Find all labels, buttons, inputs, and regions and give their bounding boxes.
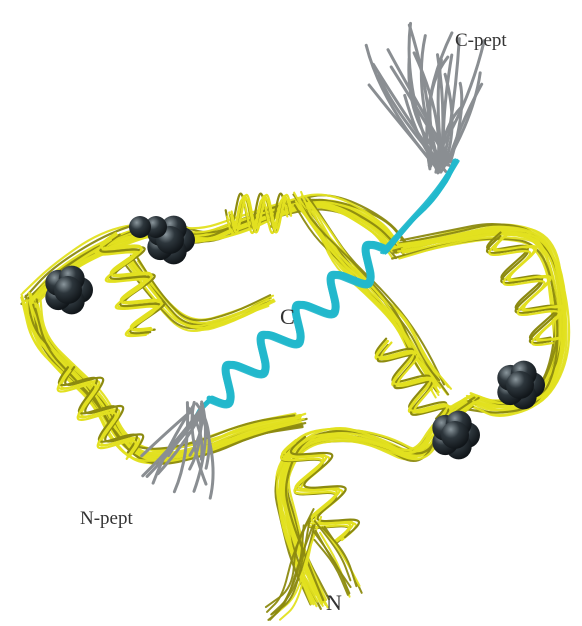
- atom-sphere: [441, 421, 469, 449]
- atom-sphere: [129, 216, 151, 238]
- c-peptide-label: C-pept: [455, 30, 507, 52]
- backbone-strand: [295, 205, 437, 391]
- c-terminus-label: C: [280, 304, 295, 330]
- n-terminus-strand: [315, 521, 351, 580]
- n-peptide-label: N-pept: [80, 508, 133, 530]
- n-terminus-label: N: [326, 590, 342, 616]
- atom-sphere: [54, 276, 82, 304]
- protein-backbone-ensemble: [21, 192, 569, 620]
- atom-sphere: [506, 371, 534, 399]
